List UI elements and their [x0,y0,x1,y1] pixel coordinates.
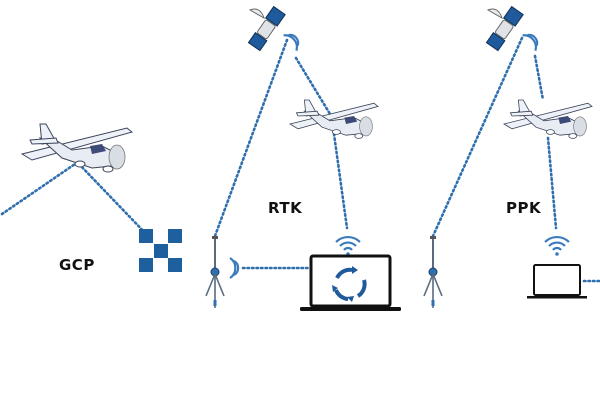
ppk-satellite-icon [485,6,524,52]
gcp-target-icon [139,229,182,272]
satellite-to-ppk-plane-line [533,54,545,102]
rtk-airplane-icon [289,99,379,139]
sync-icon [332,266,367,302]
plane-to-gcp-line [77,162,152,240]
satellite-to-rtk-plane-line [294,56,332,116]
rtk-plane-to-laptop-line [332,132,349,230]
ppk-gnss-tripod-icon [423,235,443,309]
rtk-laptop-icon [300,254,401,311]
ppk-airplane-icon [503,99,593,139]
rtk-label: RTK [268,199,303,217]
gcp-approach-line [0,162,77,216]
gcp-airplane-icon [21,123,133,173]
rtk-base-radio-waves-icon [228,256,240,280]
ppk-plane-to-laptop-line [546,136,558,230]
ppk-label: PPK [506,199,542,217]
ppk-laptop-wifi-icon [543,235,571,257]
rtk-gnss-tripod-icon [205,235,225,309]
gcp-label: GCP [59,256,95,274]
satellite-to-ppk-base-line [431,36,524,238]
signal-lines [0,36,600,283]
ppk-satellite-radio-waves-icon [521,29,543,52]
ppk-laptop-icon [527,264,587,299]
satellite-to-rtk-base-line [213,38,289,238]
rtk-satellite-icon [247,6,286,52]
rtk-laptop-wifi-icon [334,235,362,257]
